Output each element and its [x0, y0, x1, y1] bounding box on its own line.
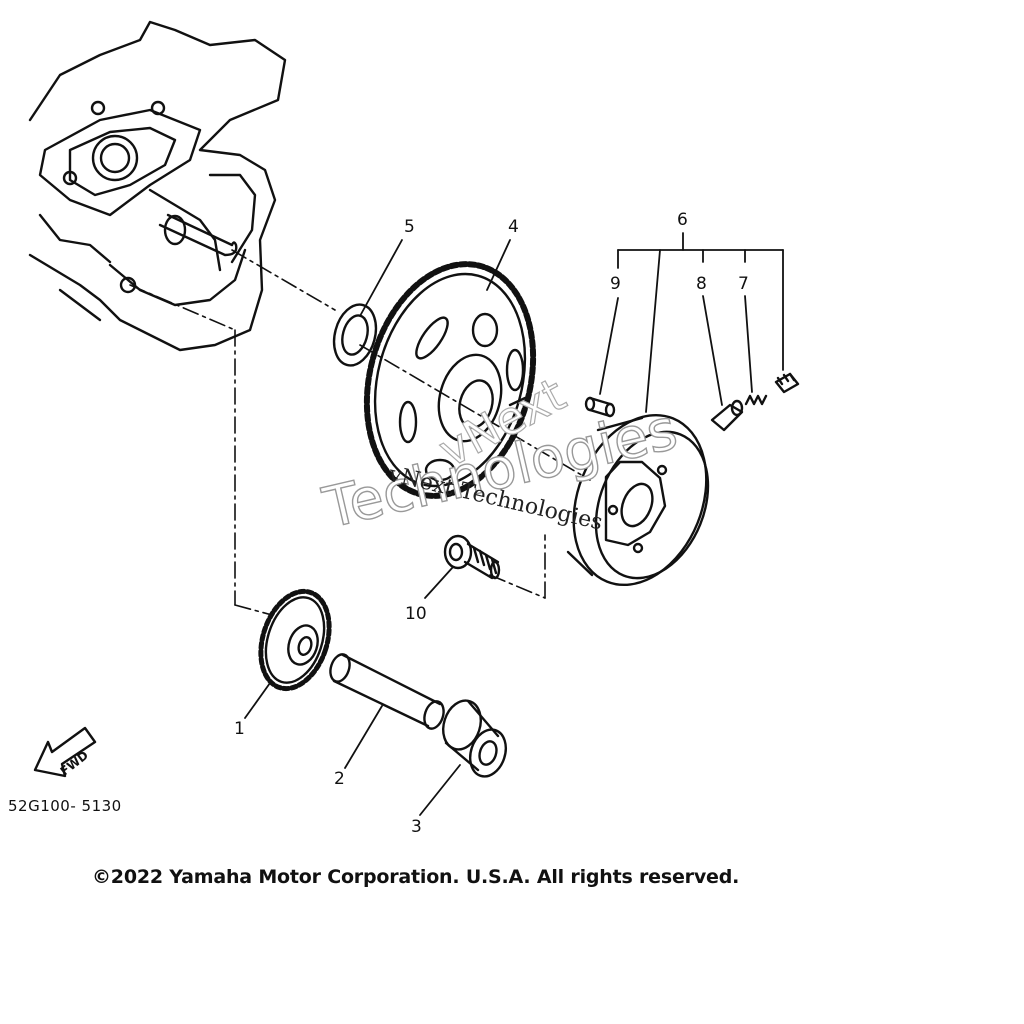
spring-cap [774, 372, 800, 394]
copyright-notice: ©2022 Yamaha Motor Corporation. U.S.A. A… [92, 866, 740, 888]
drawing-code: 52G100- 5130 [8, 797, 122, 815]
shaft-part-2 [329, 653, 445, 730]
spring-part-7 [744, 394, 768, 406]
part-number-5: 5 [404, 217, 415, 237]
fwd-label: FWD [58, 748, 91, 778]
center-lines [129, 249, 591, 616]
part6-bracket [599, 232, 784, 413]
engine-crankcase [28, 20, 287, 352]
starter-wheel-gear-part-4 [363, 261, 537, 499]
starter-clutch-part-6 [566, 413, 710, 587]
part-number-4: 4 [508, 217, 519, 237]
idler-gear-part-1 [258, 588, 332, 692]
part-number-1: 1 [234, 719, 245, 739]
leader-lines [244, 239, 511, 816]
fwd-arrow-icon [33, 726, 97, 778]
part-number-7: 7 [738, 274, 749, 294]
part-number-6: 6 [677, 210, 688, 230]
pin-part-9 [584, 396, 616, 418]
part-number-3: 3 [411, 817, 422, 837]
part-number-10: 10 [405, 604, 427, 624]
collar-part-3 [442, 699, 507, 778]
roller-part-8 [710, 399, 744, 432]
part-number-2: 2 [334, 769, 345, 789]
part-number-9: 9 [610, 274, 621, 294]
bolt-part-10 [443, 534, 501, 580]
part-number-8: 8 [696, 274, 707, 294]
